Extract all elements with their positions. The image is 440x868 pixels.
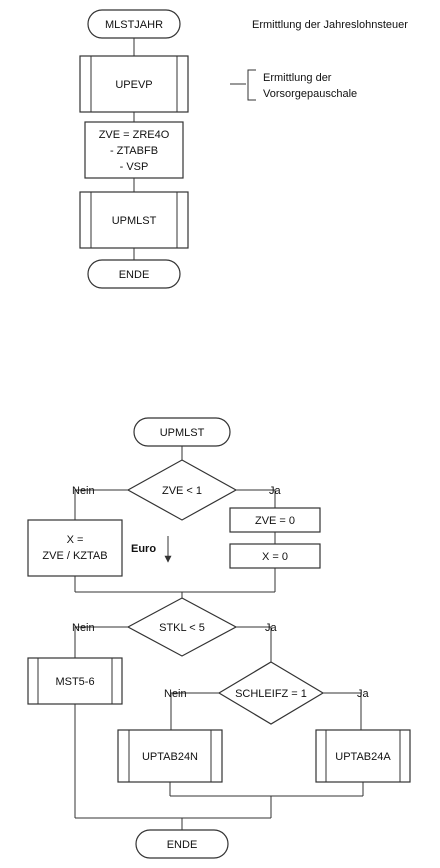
- decision-zve-lt-1: [126, 459, 238, 521]
- subprocess-upevp-label: UPEVP: [115, 79, 152, 91]
- terminal-ende-bottom-label: ENDE: [167, 839, 198, 851]
- process-x-line2: ZVE / KZTAB: [42, 550, 107, 562]
- bottom-flowchart: UPMLST Nein Ja ZVE < 1 ZVE = 0 X = 0 X =…: [27, 417, 411, 859]
- terminal-mlstjahr: [87, 9, 181, 39]
- process-zve-calc-line1: ZVE = ZRE4O: [99, 129, 170, 141]
- decision3-no-label: Nein: [164, 688, 187, 700]
- subprocess-upmlst-label: UPMLST: [112, 215, 157, 227]
- process-zve-calc-line2: - ZTABFB: [110, 145, 158, 157]
- terminal-ende-bottom: [135, 829, 229, 859]
- decision1-no-label: Nein: [72, 485, 95, 497]
- top-title: Ermittlung der Jahreslohnsteuer: [252, 19, 408, 31]
- annotation-text-line1: Ermittlung der: [263, 72, 332, 84]
- decision2-no-label: Nein: [72, 622, 95, 634]
- terminal-upmlst: [133, 417, 231, 447]
- euro-label: Euro: [131, 543, 156, 555]
- decision3-no-line: [170, 692, 219, 730]
- decision-stkl-lt-5: [126, 597, 238, 657]
- process-zve-calc: [84, 121, 184, 179]
- top-flowchart: Ermittlung der Jahreslohnsteuer MLSTJAHR…: [79, 9, 408, 289]
- decision-stkl-lt-5-label: STKL < 5: [159, 622, 205, 634]
- decision2-yes-label: Ja: [265, 622, 278, 634]
- subprocess-mst5-6-label: MST5-6: [55, 676, 94, 688]
- subprocess-upevp: [79, 55, 189, 113]
- terminal-upmlst-label: UPMLST: [160, 427, 205, 439]
- decision-zve-lt-1-label: ZVE < 1: [162, 485, 202, 497]
- decision2-yes-line: [236, 626, 272, 662]
- decision-schleifz-eq-1-label: SCHLEIFZ = 1: [235, 688, 307, 700]
- decision3-yes-label: Ja: [357, 688, 370, 700]
- decision1-yes-label: Ja: [269, 485, 282, 497]
- process-zve-calc-line3: - VSP: [120, 161, 149, 173]
- terminal-mlstjahr-label: MLSTJAHR: [105, 19, 163, 31]
- annotation-bracket: [247, 69, 256, 101]
- process-x-line1: X =: [67, 534, 84, 546]
- terminal-ende-top-label: ENDE: [119, 269, 150, 281]
- decision1-no-line: [74, 489, 128, 520]
- process-x-0: [229, 543, 321, 569]
- decision1-yes-line: [236, 489, 276, 508]
- decision3-yes-line: [323, 692, 362, 730]
- process-x-zve-kztab: [27, 519, 123, 577]
- annotation-text-line2: Vorsorgepauschale: [263, 88, 357, 100]
- process-x-0-label: X = 0: [262, 551, 288, 563]
- subprocess-uptab24a: [315, 729, 411, 783]
- subprocess-uptab24a-label: UPTAB24A: [335, 751, 391, 763]
- decision-schleifz-eq-1: [217, 661, 325, 725]
- process-zve-0-label: ZVE = 0: [255, 515, 295, 527]
- subprocess-uptab24n-label: UPTAB24N: [142, 751, 198, 763]
- subprocess-upmlst: [79, 191, 189, 249]
- decision2-no-line: [74, 626, 128, 658]
- terminal-ende-top: [87, 259, 181, 289]
